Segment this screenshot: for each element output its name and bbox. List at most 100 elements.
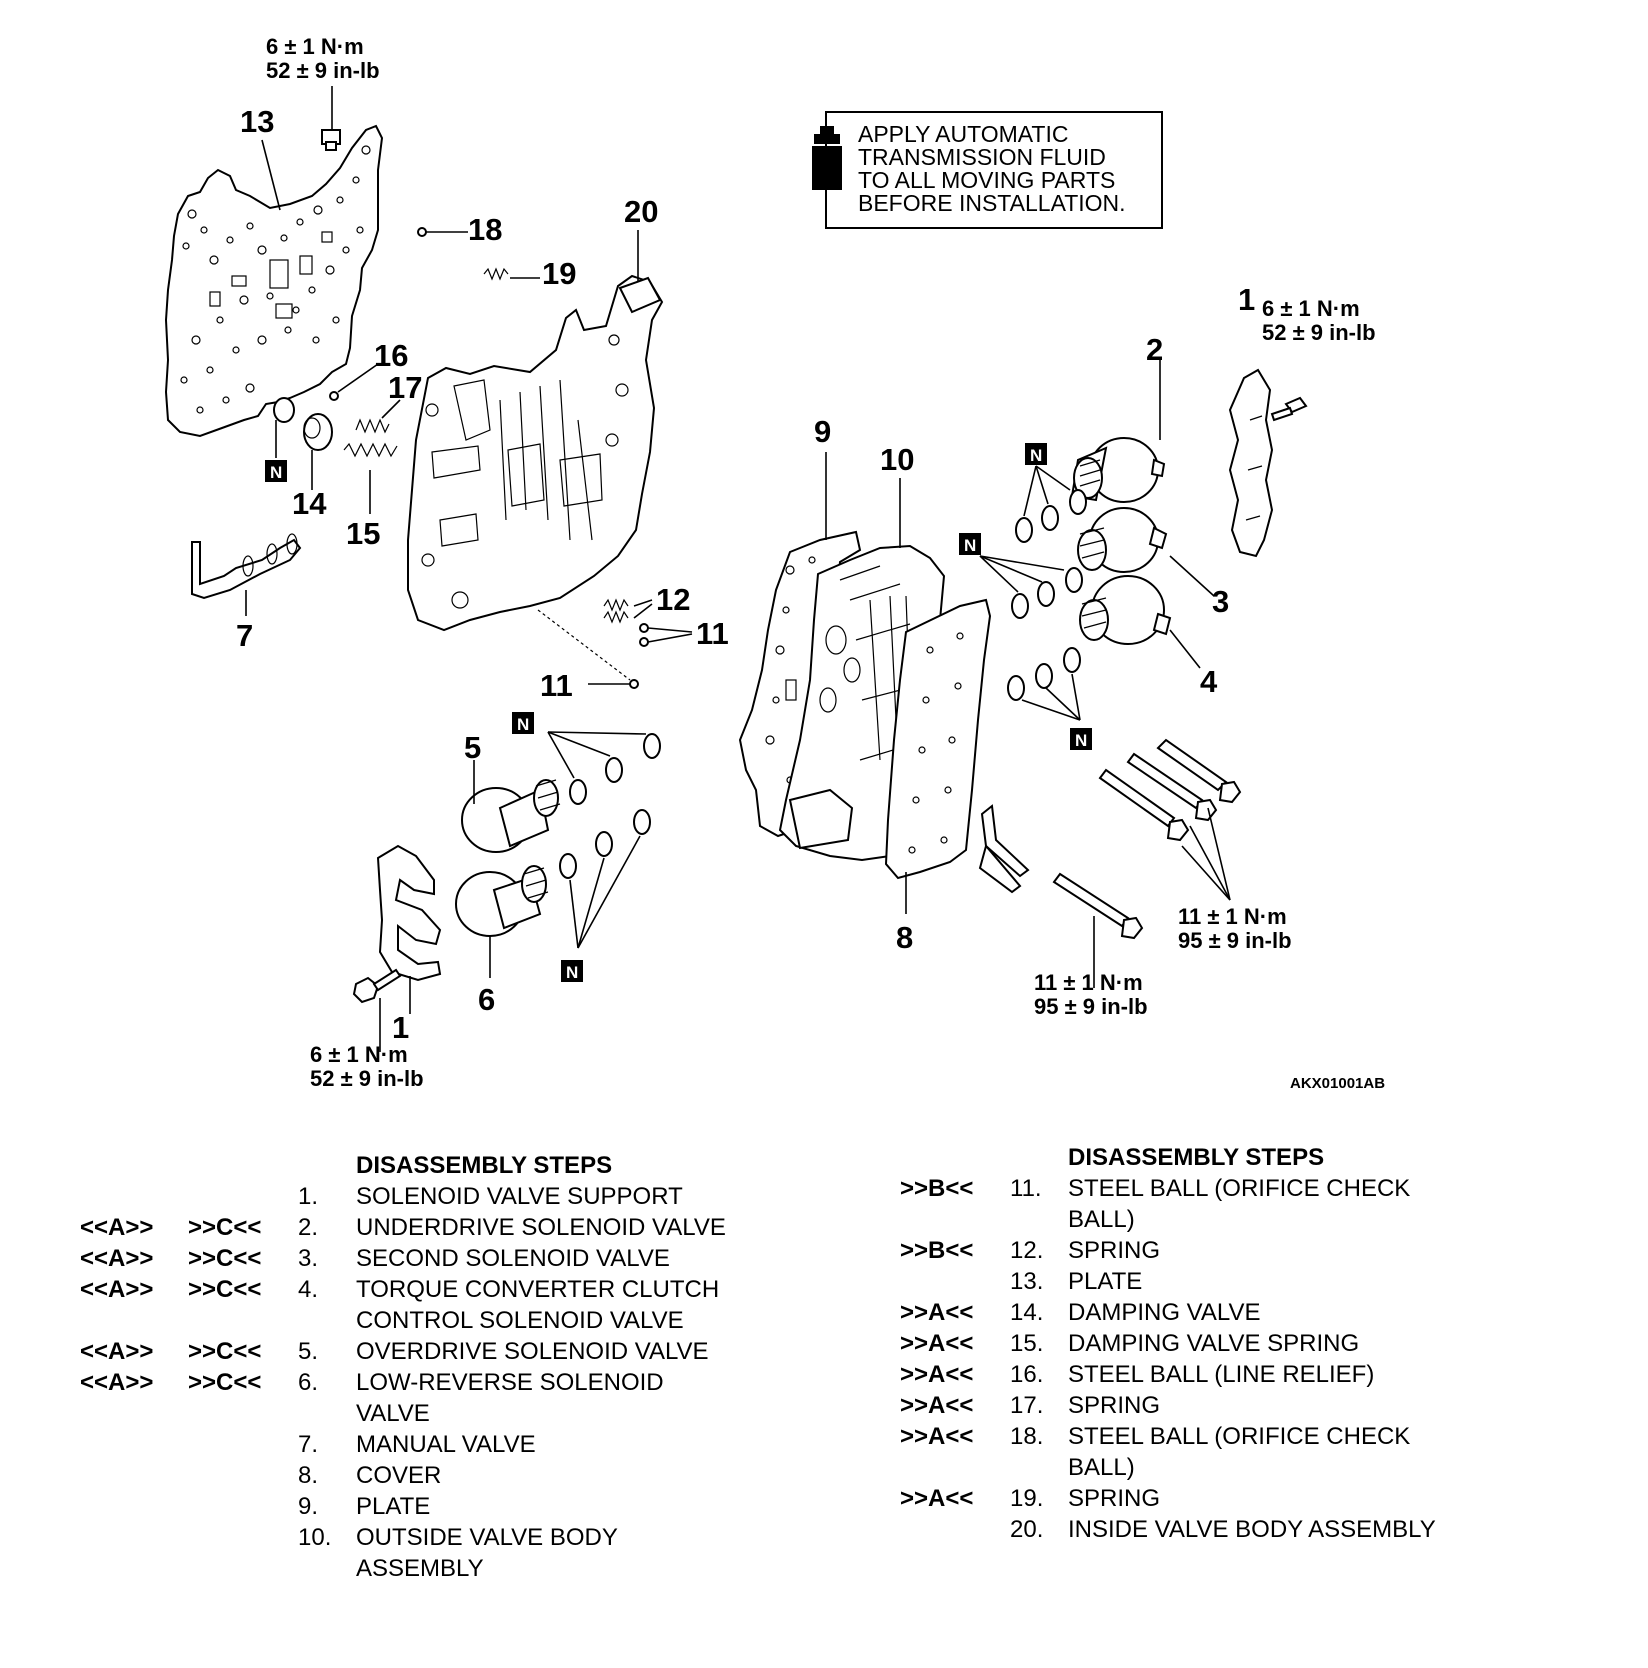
callout-1-lower: 1: [392, 1010, 409, 1045]
new-part-mark-3: N: [959, 533, 981, 555]
new-part-mark-1: N: [265, 460, 287, 482]
legend-num: 17.: [1010, 1392, 1044, 1419]
legend-mark: >>C<<: [188, 1276, 262, 1303]
legend-mark: >>C<<: [188, 1369, 262, 1396]
fluid-note-box: [812, 111, 1163, 229]
steel-balls-11-upper: [639, 623, 693, 647]
figure-code: AKX01001AB: [1290, 1075, 1385, 1092]
legend-mark: >>B<<: [900, 1237, 974, 1264]
svg-text:N: N: [1030, 446, 1042, 465]
legend-num: 9.: [298, 1493, 319, 1520]
bolts-right: [1098, 738, 1242, 901]
legend-text: STEEL BALL (ORIFICE CHECK BALL): [1068, 1423, 1411, 1481]
legend-num: 3.: [298, 1245, 319, 1272]
legend-text: SOLENOID VALVE SUPPORT: [356, 1183, 683, 1210]
steel-ball-18: [417, 227, 468, 237]
legend-num: 5.: [298, 1338, 319, 1365]
new-part-mark-2: N: [1025, 443, 1047, 465]
solenoid-2: [1070, 358, 1166, 503]
legend-num: 6.: [298, 1369, 319, 1396]
steel-ball-11-lower: [537, 609, 639, 689]
legend-num: 13.: [1010, 1268, 1044, 1295]
bolt-lower: [1052, 872, 1144, 988]
cover-8: [884, 598, 992, 914]
new-part-mark-6: N: [561, 960, 583, 982]
solenoid-6: [455, 865, 549, 978]
callout-20: 20: [624, 194, 658, 229]
spring-17: [355, 399, 401, 434]
callout-7: 7: [236, 618, 253, 653]
legend-text: MANUAL VALVE: [356, 1431, 536, 1458]
callout-12: 12: [656, 582, 690, 617]
legend-num: 15.: [1010, 1330, 1044, 1357]
legend-mark: <<A>>: [80, 1369, 154, 1396]
legend-num: 18.: [1010, 1423, 1044, 1450]
springs-12: [603, 598, 653, 624]
note-line-1: APPLY AUTOMATIC: [858, 121, 1068, 147]
legend-text: STEEL BALL (LINE RELIEF): [1068, 1361, 1375, 1388]
legend-mark: >>A<<: [900, 1423, 974, 1450]
spring-19: [483, 267, 540, 281]
legend-text: SPRING: [1068, 1392, 1161, 1419]
legend-left-heading: DISASSEMBLY STEPS: [356, 1152, 613, 1179]
solenoid-4: [1079, 575, 1201, 669]
callout-15: 15: [346, 516, 380, 551]
legend-num: 4.: [298, 1276, 319, 1303]
legend-num: 14.: [1010, 1299, 1044, 1326]
legend-text: COVER: [356, 1462, 442, 1489]
svg-text:N: N: [517, 715, 529, 734]
legend-num: 20.: [1010, 1516, 1044, 1543]
legend-mark: >>A<<: [900, 1299, 974, 1326]
torque-bottom-nm: 6 ± 1 N·m: [310, 1042, 408, 1067]
callout-14: 14: [292, 486, 327, 521]
legend-mark: >>A<<: [900, 1361, 974, 1388]
callout-1-right: 1: [1238, 282, 1255, 317]
callout-16: 16: [374, 338, 408, 373]
new-part-mark-4: N: [1070, 728, 1092, 750]
note-line-4: BEFORE INSTALLATION.: [858, 190, 1126, 216]
callout-5: 5: [464, 730, 481, 765]
torque-top-nm: 6 ± 1 N·m: [266, 34, 364, 59]
svg-text:N: N: [270, 463, 282, 482]
callout-13: 13: [240, 104, 274, 139]
o-ring-near-14: [273, 397, 295, 458]
solenoid-3: [1077, 507, 1215, 597]
legend-text: SPRING: [1068, 1237, 1161, 1264]
solenoid-5: [461, 760, 561, 853]
legend-mark: >>C<<: [188, 1214, 262, 1241]
legend-num: 1.: [298, 1183, 319, 1210]
legend-text: PLATE: [1068, 1268, 1143, 1295]
legend-mark: <<A>>: [80, 1338, 154, 1365]
legend-text: STEEL BALL (ORIFICE CHECK BALL): [1068, 1175, 1411, 1233]
callout-6: 6: [478, 982, 495, 1017]
legend-text: TORQUE CONVERTER CLUTCH CONTROL SOLENOID…: [356, 1276, 720, 1334]
callout-3: 3: [1212, 584, 1229, 619]
svg-text:N: N: [1075, 731, 1087, 750]
legend-text: UNDERDRIVE SOLENOID VALVE: [356, 1214, 726, 1241]
torque-top-inlb: 52 ± 9 in-lb: [266, 58, 380, 83]
callout-17: 17: [388, 370, 422, 405]
legend-mark: >>A<<: [900, 1485, 974, 1512]
damping-spring-15: [343, 442, 398, 514]
legend-right-heading: DISASSEMBLY STEPS: [1068, 1144, 1325, 1171]
new-part-mark-5: N: [512, 712, 534, 734]
legend-num: 8.: [298, 1462, 319, 1489]
legend-mark: >>A<<: [900, 1330, 974, 1357]
legend-num: 16.: [1010, 1361, 1044, 1388]
steel-ball-16: [329, 363, 379, 401]
legend-num: 12.: [1010, 1237, 1044, 1264]
legend-mark: <<A>>: [80, 1214, 154, 1241]
legend-num: 7.: [298, 1431, 319, 1458]
note-line-3: TO ALL MOVING PARTS: [858, 167, 1115, 193]
callout-19: 19: [542, 256, 576, 291]
callout-18: 18: [468, 212, 502, 247]
note-line-2: TRANSMISSION FLUID: [858, 144, 1106, 170]
legend-mark: <<A>>: [80, 1245, 154, 1272]
torque-bolt1-inlb: 95 ± 9 in-lb: [1178, 928, 1292, 953]
legend-text: OUTSIDE VALVE BODY ASSEMBLY: [356, 1524, 618, 1582]
legend-num: 2.: [298, 1214, 319, 1241]
torque-bottom-inlb: 52 ± 9 in-lb: [310, 1066, 424, 1091]
legend-text: INSIDE VALVE BODY ASSEMBLY: [1068, 1516, 1436, 1543]
callout-2: 2: [1146, 332, 1163, 367]
callout-9: 9: [814, 414, 831, 449]
